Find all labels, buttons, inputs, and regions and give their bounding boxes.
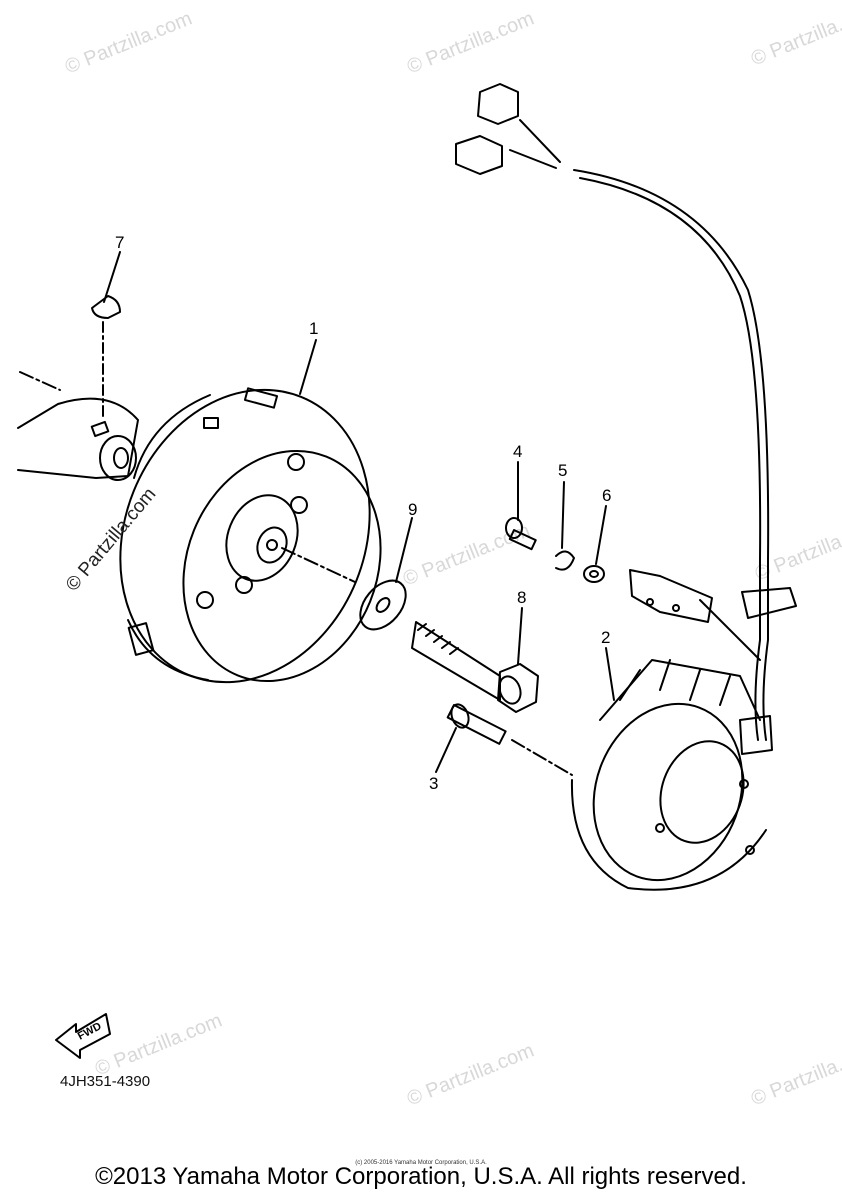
leader-8: [517, 607, 523, 665]
flywheel-rotor-part-1: [119, 387, 382, 684]
washer-part-6: [583, 565, 605, 583]
screw-part-3: [446, 703, 573, 776]
circlip-part-5: [555, 550, 575, 571]
leader-1: [299, 339, 317, 395]
callout-7: 7: [115, 233, 125, 252]
leader-5: [561, 481, 565, 549]
callout-9: 9: [408, 500, 418, 519]
stator-part-2: [570, 659, 767, 891]
leader-9: [395, 517, 413, 583]
copyright-notice: ©2013 Yamaha Motor Corporation, U.S.A. A…: [95, 1163, 747, 1190]
bolt-part-4: [505, 517, 537, 551]
leader-2: [605, 647, 615, 701]
leader-3: [435, 727, 457, 773]
callout-4: 4: [513, 442, 523, 461]
small-copyright: (c) 2005-2016 Yamaha Motor Corporation, …: [355, 1160, 487, 1166]
bolt-part-8: [411, 621, 539, 713]
callout-1: 1: [309, 319, 319, 338]
callout-6: 6: [602, 486, 612, 505]
wire-harness: [455, 83, 797, 755]
diagram-code: 4JH351-4390: [60, 1073, 151, 1090]
callout-2: 2: [601, 628, 611, 647]
callout-3: 3: [429, 774, 439, 793]
leader-6: [595, 505, 607, 565]
callout-5: 5: [558, 461, 568, 480]
fwd-arrow-icon: [55, 1013, 111, 1059]
washer-part-9: [359, 579, 407, 631]
callout-8: 8: [517, 588, 527, 607]
crankshaft-end: [17, 371, 139, 481]
leader-7: [103, 251, 121, 303]
woodruff-key-part-7: [91, 295, 121, 419]
